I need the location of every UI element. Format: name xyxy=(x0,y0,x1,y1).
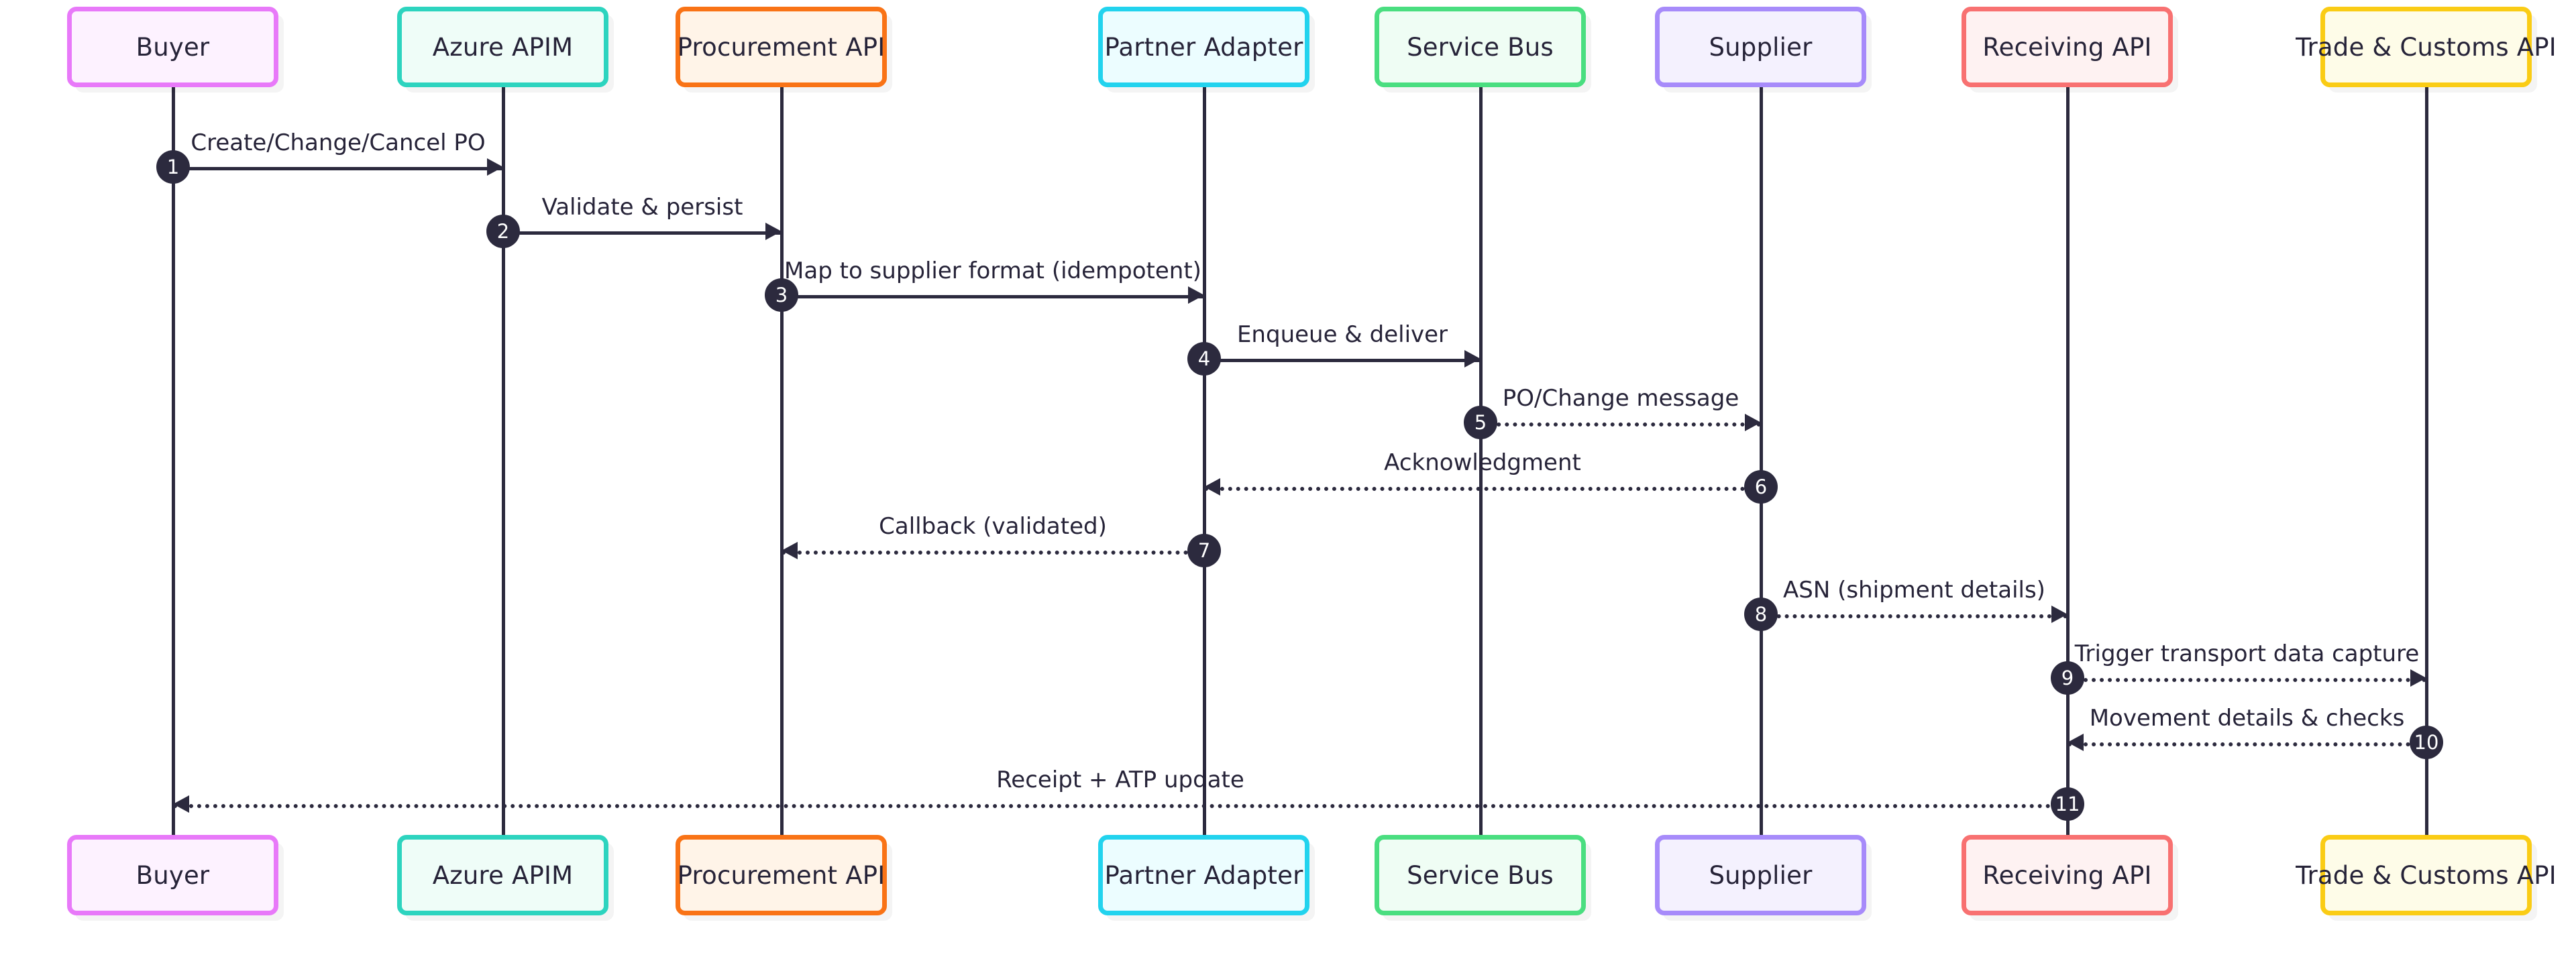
participant-label: Partner Adapter xyxy=(1104,860,1303,890)
sequence-number-badge: 6 xyxy=(1744,470,1778,504)
participant-box-apim-top[interactable]: Azure APIM xyxy=(397,7,608,87)
participant-label: Azure APIM xyxy=(432,32,574,62)
arrowhead-right xyxy=(765,223,782,240)
participant-box-recv-bottom[interactable]: Receiving API xyxy=(1962,835,2173,915)
sequence-number-badge: 2 xyxy=(486,215,520,248)
arrowhead-right xyxy=(487,158,503,176)
message-line xyxy=(782,295,1204,298)
participant-label: Receiving API xyxy=(1982,860,2152,890)
arrowhead-right xyxy=(1745,414,1761,431)
participant-box-buyer-top[interactable]: Buyer xyxy=(67,7,278,87)
lifeline-recv xyxy=(2066,87,2070,835)
arrowhead-left xyxy=(1204,478,1220,496)
message-label: PO/Change message xyxy=(1502,385,1739,412)
message-label: Receipt + ATP update xyxy=(996,767,1244,793)
sequence-number-badge: 5 xyxy=(1464,406,1497,439)
participant-box-proc-top[interactable]: Procurement API xyxy=(676,7,887,87)
participant-box-supplier-bottom[interactable]: Supplier xyxy=(1655,835,1866,915)
message-line xyxy=(2068,678,2426,682)
participant-box-buyer-bottom[interactable]: Buyer xyxy=(67,835,278,915)
message-label: Trigger transport data capture xyxy=(2074,640,2420,667)
message-line xyxy=(503,231,782,235)
arrowhead-right xyxy=(2051,606,2068,623)
participant-box-sbus-top[interactable]: Service Bus xyxy=(1375,7,1586,87)
participant-label: Partner Adapter xyxy=(1104,32,1303,62)
participant-label: Service Bus xyxy=(1407,32,1554,62)
participant-label: Procurement API xyxy=(677,32,885,62)
sequence-number-badge: 7 xyxy=(1187,534,1221,567)
participant-label: Service Bus xyxy=(1407,860,1554,890)
message-label: Create/Change/Cancel PO xyxy=(191,129,486,156)
participant-label: Receiving API xyxy=(1982,32,2152,62)
participant-label: Azure APIM xyxy=(432,860,574,890)
participant-label: Buyer xyxy=(136,860,210,890)
sequence-number-badge: 8 xyxy=(1744,598,1778,631)
lifeline-apim xyxy=(502,87,505,835)
participant-label: Procurement API xyxy=(677,860,885,890)
message-label: Validate & persist xyxy=(541,194,743,221)
lifeline-sbus xyxy=(1479,87,1483,835)
message-label: Enqueue & deliver xyxy=(1236,321,1448,348)
participant-box-sbus-bottom[interactable]: Service Bus xyxy=(1375,835,1586,915)
sequence-number-badge: 4 xyxy=(1187,342,1221,376)
message-line xyxy=(1204,487,1761,491)
lifeline-proc xyxy=(780,87,784,835)
message-line xyxy=(1204,359,1481,362)
message-line xyxy=(2068,742,2426,746)
participant-label: Supplier xyxy=(1709,32,1813,62)
message-label: Movement details & checks xyxy=(2089,705,2405,732)
message-line xyxy=(782,551,1204,555)
message-line xyxy=(1761,614,2068,618)
arrowhead-left xyxy=(2068,734,2084,751)
participant-label: Buyer xyxy=(136,32,210,62)
participant-box-customs-top[interactable]: Trade & Customs API xyxy=(2296,7,2557,87)
participant-box-adapter-top[interactable]: Partner Adapter xyxy=(1098,7,1309,87)
message-label: Map to supplier format (idempotent) xyxy=(784,258,1201,284)
lifeline-adapter xyxy=(1203,87,1206,835)
arrowhead-right xyxy=(2410,669,2426,687)
sequence-number-badge: 11 xyxy=(2051,787,2084,821)
participant-box-proc-bottom[interactable]: Procurement API xyxy=(676,835,887,915)
lifeline-customs xyxy=(2425,87,2428,835)
participant-box-apim-bottom[interactable]: Azure APIM xyxy=(397,835,608,915)
participant-box-supplier-top[interactable]: Supplier xyxy=(1655,7,1866,87)
message-label: Callback (validated) xyxy=(879,513,1107,540)
sequence-number-badge: 1 xyxy=(156,150,190,184)
participant-label: Trade & Customs API xyxy=(2296,860,2557,890)
arrowhead-left xyxy=(782,542,798,559)
lifeline-buyer xyxy=(172,87,175,835)
sequence-number-badge: 10 xyxy=(2410,726,2443,759)
arrowhead-right xyxy=(1464,350,1481,367)
participant-label: Trade & Customs API xyxy=(2296,32,2557,62)
participant-box-customs-bottom[interactable]: Trade & Customs API xyxy=(2296,835,2557,915)
lifeline-supplier xyxy=(1760,87,1763,835)
message-label: Acknowledgment xyxy=(1384,449,1581,476)
participant-box-recv-top[interactable]: Receiving API xyxy=(1962,7,2173,87)
message-label: ASN (shipment details) xyxy=(1783,577,2045,604)
participant-label: Supplier xyxy=(1709,860,1813,890)
sequence-number-badge: 9 xyxy=(2051,661,2084,695)
participant-box-adapter-bottom[interactable]: Partner Adapter xyxy=(1098,835,1309,915)
message-line xyxy=(173,167,503,170)
message-line xyxy=(173,804,2068,808)
arrowhead-right xyxy=(1188,286,1204,304)
message-line xyxy=(1481,422,1761,427)
sequence-number-badge: 3 xyxy=(765,278,798,312)
arrowhead-left xyxy=(173,795,189,813)
